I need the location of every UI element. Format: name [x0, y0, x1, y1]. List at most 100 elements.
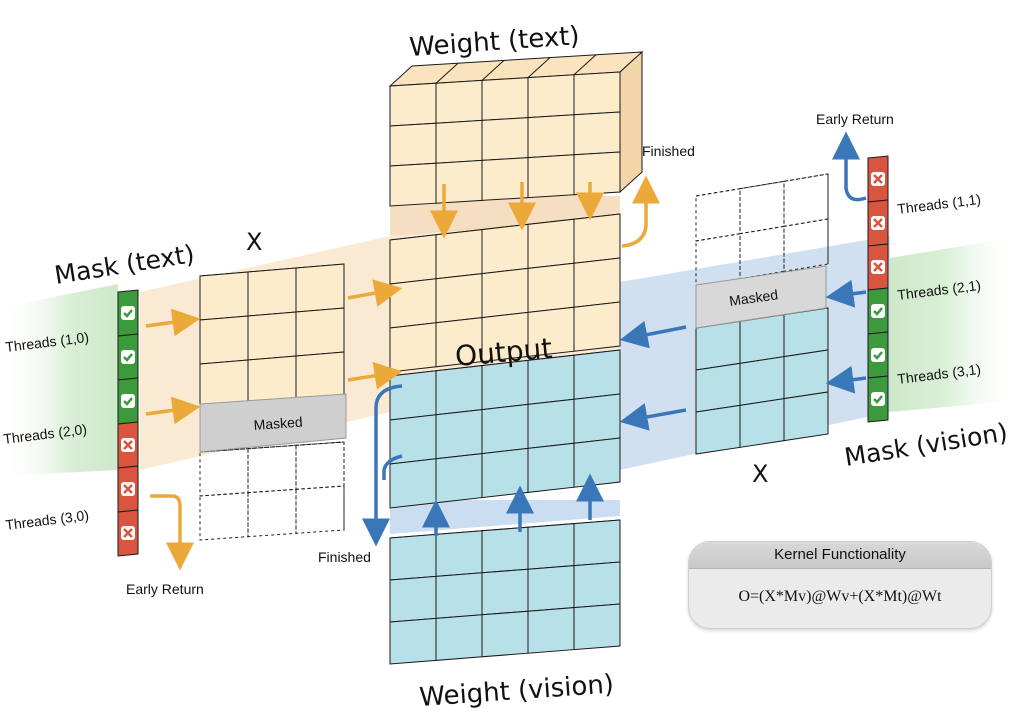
cube-cell	[247, 444, 297, 494]
cube-cell	[573, 519, 621, 567]
cube-cell	[389, 458, 437, 509]
title-weight-text: Weight (text)	[408, 21, 580, 63]
output-vision-block	[389, 349, 621, 509]
cube-cell	[199, 271, 249, 321]
cube-cell	[295, 263, 345, 313]
cube-cell	[481, 526, 529, 574]
mask-cell-cross	[117, 465, 139, 513]
label-finished-bottom: Finished	[318, 549, 371, 565]
label-finished-top: Finished	[642, 143, 695, 159]
kernel-formula: O=(X*Mv)@Wv+(X*Mt)@Wt	[738, 588, 942, 605]
cube-cell	[295, 307, 345, 357]
x-left-block	[199, 263, 345, 409]
title-mask-vision: Mask (vision)	[842, 418, 1009, 472]
cube-cell	[435, 365, 483, 416]
cube-cell	[389, 162, 437, 207]
cube-cell	[389, 322, 437, 373]
cube-cell	[481, 267, 529, 319]
cube-cell	[573, 151, 621, 196]
cube-cell	[435, 229, 483, 280]
cube-cell	[573, 257, 621, 308]
cross-icon	[121, 526, 135, 540]
cube-cell	[389, 575, 437, 623]
title-weight-vision: Weight (vision)	[418, 669, 615, 712]
cross-icon	[871, 260, 885, 274]
check-icon	[871, 392, 885, 406]
thread-label-1-1: Threads (1,1)	[896, 191, 981, 217]
x-right-block	[695, 307, 829, 455]
label-masked-left: Masked	[253, 414, 303, 433]
cube-cell	[527, 262, 575, 313]
cube-cell	[295, 485, 345, 534]
cube-cell	[435, 119, 483, 164]
mask-cell-cross	[867, 199, 889, 247]
orange-arrows	[145, 175, 660, 571]
mask-text-strip	[117, 289, 139, 557]
mask-cell-check	[117, 377, 139, 425]
cross-icon	[121, 438, 135, 452]
cube-cell	[247, 355, 297, 405]
mask-vision-band	[890, 236, 1023, 412]
cube-cell	[389, 533, 437, 581]
cube-cell	[435, 453, 483, 504]
masked-slab-right	[695, 265, 827, 329]
cube-cell	[435, 530, 483, 577]
cube-cell	[739, 180, 785, 235]
cube-cell	[695, 320, 741, 371]
cube-cell	[527, 114, 575, 159]
cube-cell	[389, 370, 437, 421]
cube-cell	[481, 77, 529, 121]
cube-cell	[481, 568, 529, 616]
cube-cell	[389, 82, 437, 127]
title-mask-text: Mask (text)	[52, 239, 196, 290]
cube-cell	[199, 448, 249, 497]
mask-cell-check	[867, 375, 889, 423]
cube-cell	[739, 356, 785, 406]
cube-cell	[527, 565, 575, 612]
cube-cell	[573, 213, 621, 264]
cube-cell	[527, 154, 575, 199]
cube-cell	[435, 409, 483, 460]
mask-cell-cross	[867, 155, 889, 203]
cube-cell	[573, 301, 621, 352]
title-x-left: X	[246, 228, 262, 256]
check-icon	[871, 348, 885, 362]
cube-cell	[783, 349, 829, 400]
cube-cell	[199, 315, 249, 365]
cross-icon	[871, 216, 885, 230]
cube-cell	[481, 117, 529, 161]
output-text-block	[389, 213, 621, 373]
cube-cell	[695, 188, 741, 242]
label-early-return-top: Early Return	[816, 111, 894, 127]
mask-cell-cross	[117, 509, 139, 557]
cube-cell	[739, 314, 785, 364]
cube-cell	[247, 311, 297, 361]
cube-cell	[295, 441, 345, 490]
weight-text-block	[388, 50, 644, 207]
blue-arrows	[362, 131, 867, 547]
cube-cell	[389, 122, 437, 167]
cube-cell	[573, 437, 621, 488]
cube-cell	[527, 218, 575, 269]
cube-cell	[481, 447, 529, 499]
cube-cell	[739, 398, 785, 448]
mask-cell-check	[117, 289, 139, 337]
cube-cell	[435, 273, 483, 324]
cube-cell	[527, 523, 575, 570]
kernel-functionality-box: Kernel Functionality O=(X*Mv)@Wv+(X*Mt)@…	[688, 541, 992, 629]
mask-cell-cross	[117, 421, 139, 469]
check-icon	[121, 350, 135, 364]
cube-cell	[481, 223, 529, 275]
mask-text-band	[0, 284, 118, 476]
cube-cell	[389, 617, 437, 665]
cross-icon	[871, 172, 885, 186]
mask-cell-check	[117, 333, 139, 381]
title-x-right: X	[752, 460, 768, 488]
cube-cell	[573, 603, 621, 651]
cross-icon	[121, 482, 135, 496]
check-icon	[871, 304, 885, 318]
x-right-dashed	[695, 173, 829, 287]
cube-cell	[573, 71, 621, 116]
mask-cell-check	[867, 287, 889, 335]
